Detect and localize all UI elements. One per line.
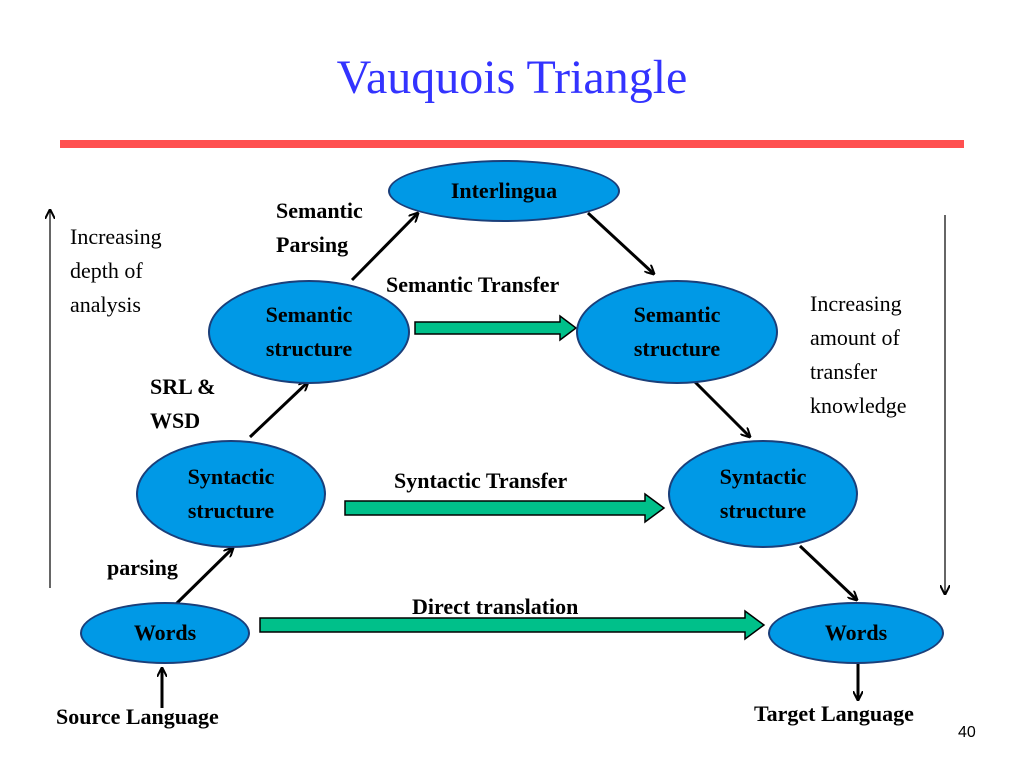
edge-semantic-to-syntactic: [693, 380, 750, 437]
interlingua-node: Interlingua: [388, 160, 620, 222]
increasing-depth-label: Increasing depth of analysis: [70, 224, 162, 317]
page-number: 40: [958, 724, 976, 741]
semantic-parsing-label: Semantic Parsing: [276, 198, 363, 257]
edge-syntactic-to-semantic: [248, 382, 308, 439]
syntactic-transfer-arrow: [344, 492, 666, 524]
direct-translation-label: Direct translation: [412, 594, 579, 619]
syntactic-structure-target-node: Syntactic structure: [668, 440, 858, 548]
edge-words-to-syntactic: [173, 548, 233, 607]
target-language-label: Target Language: [754, 701, 914, 726]
title-divider: [60, 140, 964, 148]
source-language-label: Source Language: [56, 704, 219, 729]
parsing-label: parsing: [107, 555, 178, 580]
direct-translation-arrow: [259, 609, 766, 641]
srl-wsd-label: SRL & WSD: [150, 374, 216, 433]
words-target-node: Words: [768, 602, 944, 664]
edge-syntactic-to-words: [798, 544, 857, 600]
slide-title: Vauquois Triangle: [336, 51, 688, 104]
semantic-transfer-label: Semantic Transfer: [386, 272, 560, 297]
words-source-node: Words: [80, 602, 250, 664]
semantic-transfer-arrow: [414, 314, 578, 342]
increasing-transfer-label: Increasing amount of transfer knowledge: [810, 291, 907, 418]
semantic-structure-target-node: Semantic structure: [576, 280, 778, 384]
edge-semantic-to-interlingua: [350, 213, 418, 282]
syntactic-structure-source-node: Syntactic structure: [136, 440, 326, 548]
syntactic-transfer-label: Syntactic Transfer: [394, 468, 568, 493]
semantic-structure-source-node: Semantic structure: [208, 280, 410, 384]
edge-interlingua-to-semantic: [586, 211, 654, 274]
